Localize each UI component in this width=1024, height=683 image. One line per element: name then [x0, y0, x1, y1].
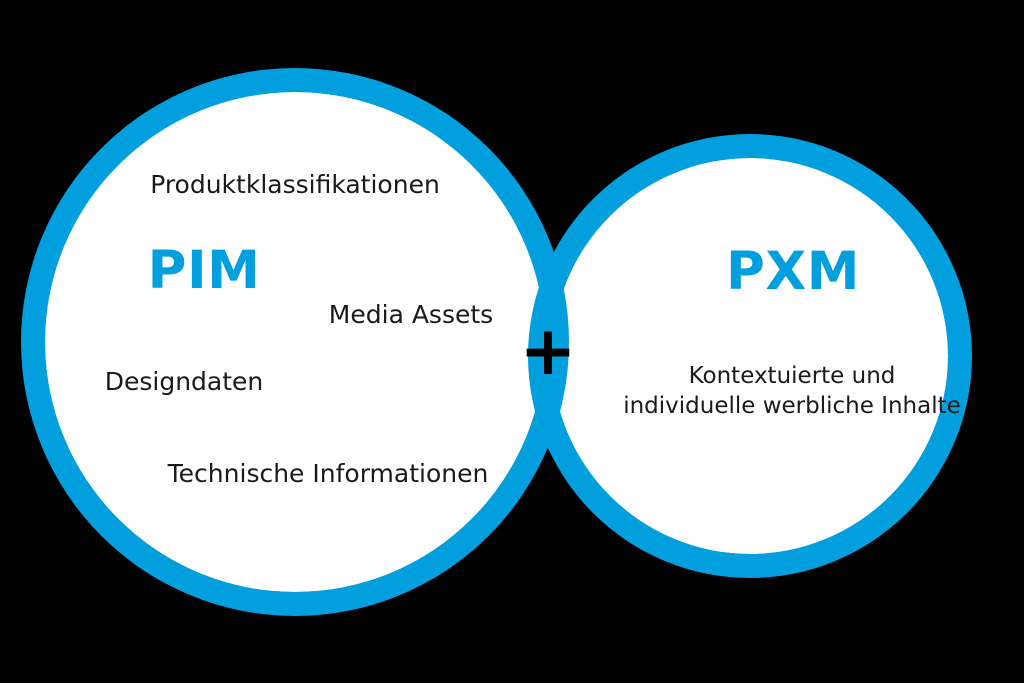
pxm-item-line-1: Kontextuierte und: [689, 363, 896, 389]
left-circle-interior: [45, 92, 545, 592]
right-circle-content-group: PXM Kontextuierte und individuelle werbl…: [623, 241, 961, 419]
pxm-title: PXM: [726, 241, 860, 302]
pim-item-media-assets: Media Assets: [329, 300, 493, 329]
left-circle-content-group: Produktklassifikationen PIM Media Assets…: [105, 170, 493, 488]
pxm-item-line-2: individuelle werbliche Inhalte: [623, 393, 961, 419]
venn-white-interiors: [45, 92, 948, 592]
pim-item-designdaten: Designdaten: [105, 367, 264, 396]
pim-item-technische-informationen: Technische Informationen: [167, 459, 489, 488]
pim-title: PIM: [148, 240, 261, 301]
plus-operator-icon: +: [520, 312, 577, 391]
right-circle-interior: [552, 158, 948, 554]
pim-item-produktklassifikationen: Produktklassifikationen: [150, 170, 440, 199]
